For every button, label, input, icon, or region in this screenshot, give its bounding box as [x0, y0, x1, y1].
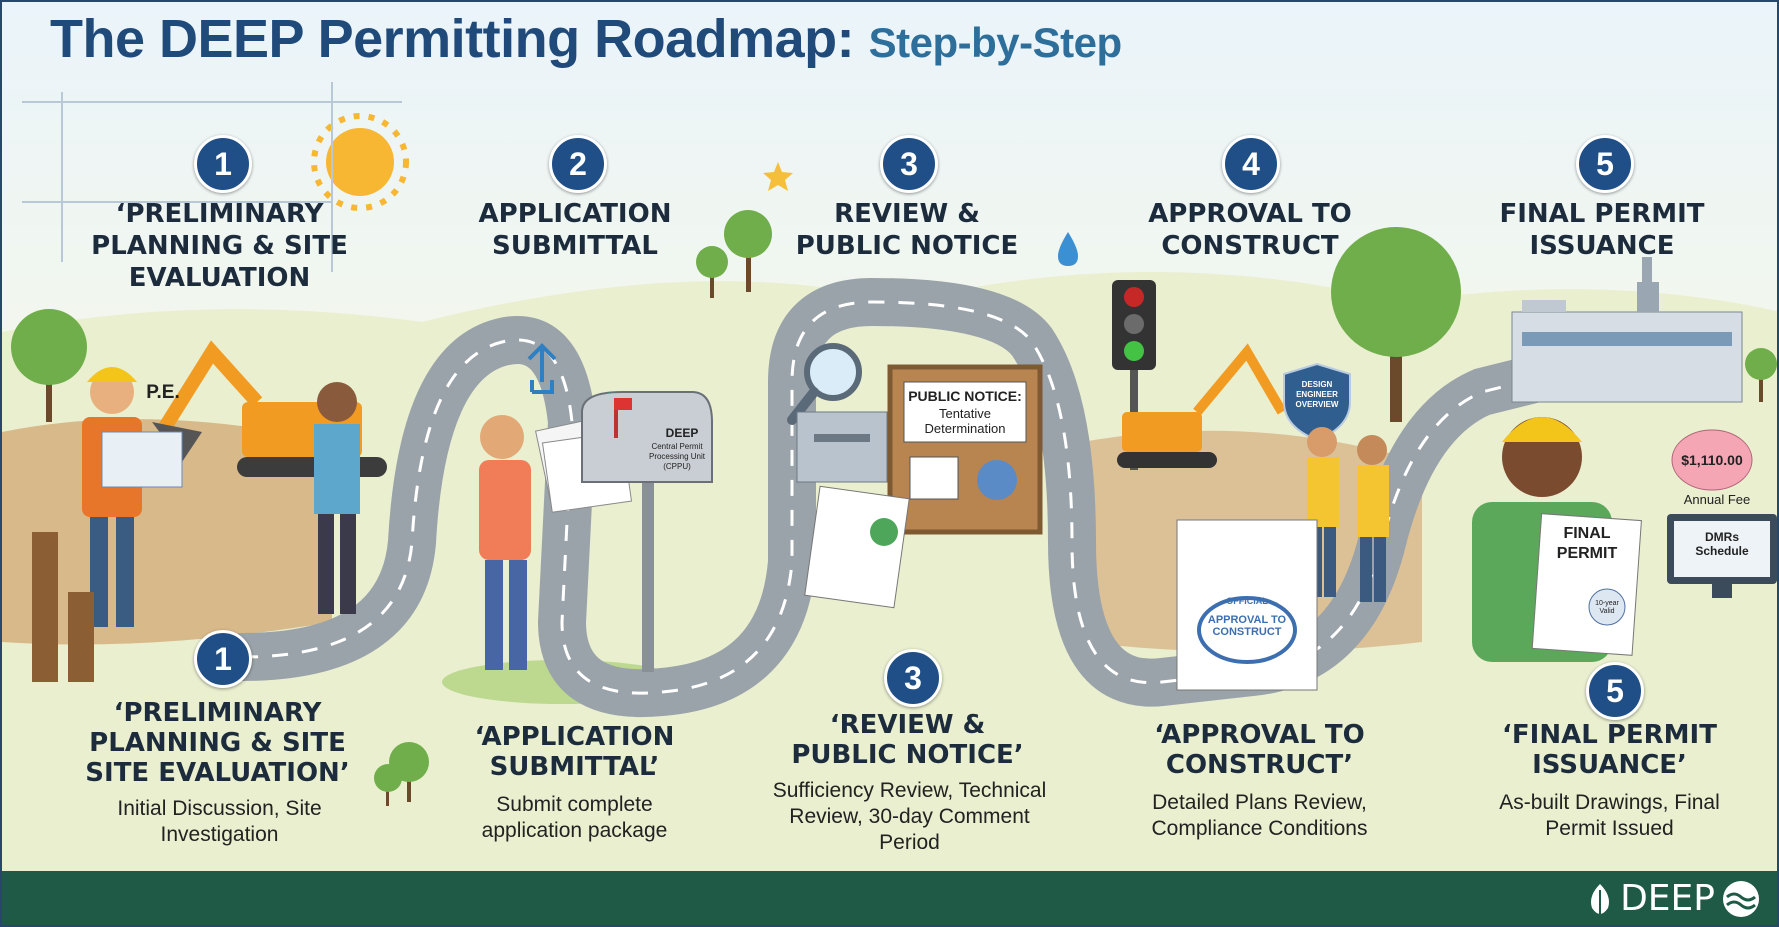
blueprint-sketch [22, 82, 402, 272]
mailbox-unit-label: Central Permit Processing Unit (CPPU) [648, 442, 706, 471]
step-5-caption-badge: 5 [1586, 662, 1644, 720]
step-1-caption-desc: Initial Discussion, Site Investigation [117, 797, 322, 846]
title-subtitle: Step-by-Step [868, 19, 1123, 66]
mailbox-brand-label: DEEP [665, 426, 699, 440]
sun-icon [311, 113, 409, 211]
deep-logo: DEEP [1586, 878, 1761, 919]
factory-icon [1511, 257, 1743, 403]
step-3-caption-title: ‘REVIEW & PUBLIC NOTICE’ [791, 710, 1024, 770]
step-5-heading: FINAL PERMIT ISSUANCE [1499, 199, 1705, 261]
notice-board [887, 364, 1043, 535]
upload-icon [527, 343, 557, 394]
star-icon [763, 162, 793, 191]
step-5-caption-title: ‘FINAL PERMIT ISSUANCE’ [1502, 720, 1717, 780]
step-2-caption-title: ‘APPLICATION SUBMITTAL’ [474, 722, 675, 782]
wave-circle-icon [1723, 880, 1759, 917]
dmr-label: DMRs Schedule [1695, 530, 1749, 558]
shield-label: DESIGN ENGINEER OVERVIEW [1295, 380, 1339, 409]
fee-amount-label: $1,110.00 [1681, 452, 1743, 468]
step-4-badge: 4 [1222, 135, 1280, 193]
final-permit-label: FINAL PERMIT [1556, 525, 1618, 562]
footer-bar [2, 871, 1777, 925]
piggy-bank-icon [1671, 429, 1753, 491]
stamp-top-label: OFFICIAL [1226, 596, 1268, 606]
step-3-caption-desc: Sufficiency Review, Technical Review, 30… [772, 779, 1047, 854]
applicant-figure [479, 415, 531, 670]
logo-text: DEEP [1620, 878, 1715, 919]
construction-workers [1307, 427, 1389, 602]
tree-icon-mid [696, 210, 772, 298]
step-5-badge: 5 [1576, 135, 1634, 193]
fee-label: Annual Fee [1683, 492, 1751, 507]
step-2-badge: 2 [549, 135, 607, 193]
tree-icon-right [1331, 227, 1461, 422]
step-3-heading: REVIEW & PUBLIC NOTICE [795, 199, 1019, 261]
step-4-heading: APPROVAL TO CONSTRUCT [1148, 199, 1352, 261]
surveyor-figure [314, 382, 360, 614]
notice-title-label: PUBLIC NOTICE: [908, 388, 1022, 404]
file-cabinet-icon [796, 411, 888, 483]
stamp-main-label: APPROVAL TO CONSTRUCT [1207, 614, 1287, 638]
tree-icon-left [11, 309, 87, 422]
step-4-caption-title: ‘APPROVAL TO CONSTRUCT’ [1154, 720, 1365, 780]
notice-sub-label: Tentative Determination [924, 406, 1006, 436]
leaf-icon [1591, 883, 1610, 914]
mailbox-icon [581, 391, 713, 672]
tree-icon-small-bottom [374, 742, 429, 806]
step-1-badge: 1 [194, 135, 252, 193]
monitor-icon [1667, 514, 1777, 598]
soil-core-samples [32, 532, 94, 682]
step-3-badge: 3 [880, 135, 938, 193]
excavator-icon-step4 [1117, 343, 1287, 468]
step-4-caption-desc: Detailed Plans Review, Compliance Condit… [1151, 791, 1368, 840]
step-3-caption-badge: 3 [884, 649, 942, 707]
pe-label: P.E. [146, 382, 180, 403]
engineer-figure [82, 367, 183, 627]
title-main: The DEEP Permitting Roadmap: [50, 9, 855, 69]
final-permit-document [1531, 513, 1642, 656]
magnifier-icon [787, 343, 862, 425]
tree-icon-far-right [1745, 348, 1777, 402]
checklist-document [804, 485, 910, 609]
step-1-caption-badge: 1 [194, 630, 252, 688]
approval-document [1176, 519, 1318, 691]
step-2-caption-desc: Submit complete application package [481, 793, 668, 842]
step-2-heading: APPLICATION SUBMITTAL [478, 199, 672, 261]
step-5-caption-desc: As-built Drawings, Final Permit Issued [1499, 791, 1720, 840]
step-1-heading: ‘PRELIMINARY PLANNING & SITE EVALUATION [91, 199, 348, 293]
step-1-caption-title: ‘PRELIMINARY PLANNING & SITE SITE EVALUA… [85, 698, 350, 788]
page-title: The DEEP Permitting Roadmap: Step-by-Ste… [50, 8, 1122, 70]
permit-seal-label: 10-year Valid [1595, 600, 1619, 615]
water-drop-icon [1058, 232, 1078, 266]
